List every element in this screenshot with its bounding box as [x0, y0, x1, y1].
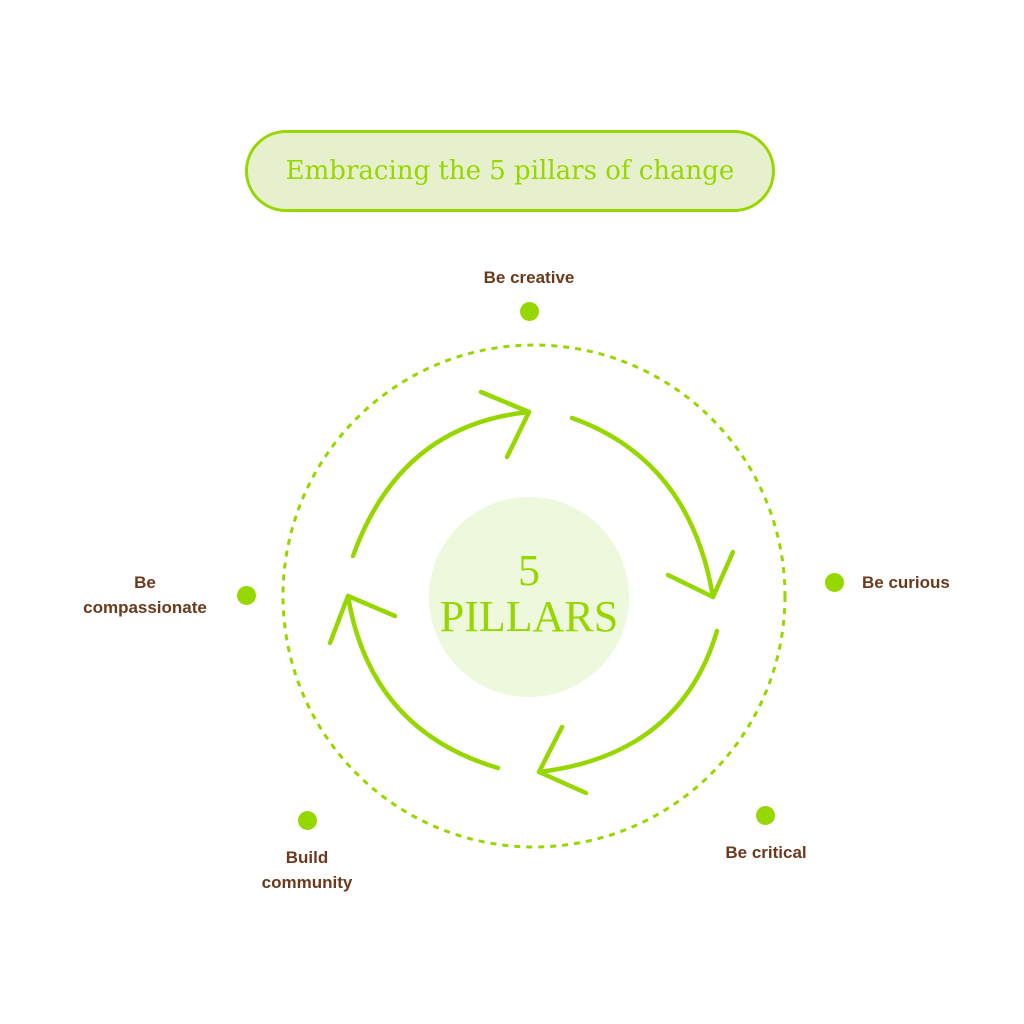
pillar-dot-creative	[520, 302, 539, 321]
title-pill: Embracing the 5 pillars of change	[245, 130, 775, 212]
pillar-label-community-line2: community	[261, 873, 353, 892]
pillar-label-creative: Be creative	[483, 268, 575, 287]
center-label: 5 PILLARS	[429, 497, 629, 697]
cycle-arrow-top-right	[569, 415, 736, 600]
center-word: PILLARS	[439, 592, 619, 641]
pillar-label-curious: Be curious	[862, 573, 950, 592]
cycle-arrow-bottom-right	[536, 628, 720, 796]
pillar-label-community: Build community	[207, 845, 407, 895]
diagram-title: Embracing the 5 pillars of change	[285, 156, 735, 186]
pillar-label-critical: Be critical	[725, 843, 807, 862]
pillar-label-compassionate: Be compassionate	[45, 570, 245, 620]
pillar-label-compassionate-line1: Be	[134, 573, 156, 592]
center-circle	[429, 497, 629, 697]
dotted-outer-ring	[281, 343, 787, 849]
cycle-arrow-bottom-left	[327, 593, 501, 771]
cycle-arrow-top-left	[350, 389, 532, 559]
pillar-dot-compassionate	[237, 586, 256, 605]
pillar-label-community-line1: Build	[285, 848, 329, 867]
pillar-dot-community	[298, 811, 317, 830]
pillar-dot-curious	[825, 573, 844, 592]
pillar-dot-critical	[756, 806, 775, 825]
center-number: 5	[518, 546, 540, 595]
pillar-label-compassionate-line2: compassionate	[83, 598, 207, 617]
